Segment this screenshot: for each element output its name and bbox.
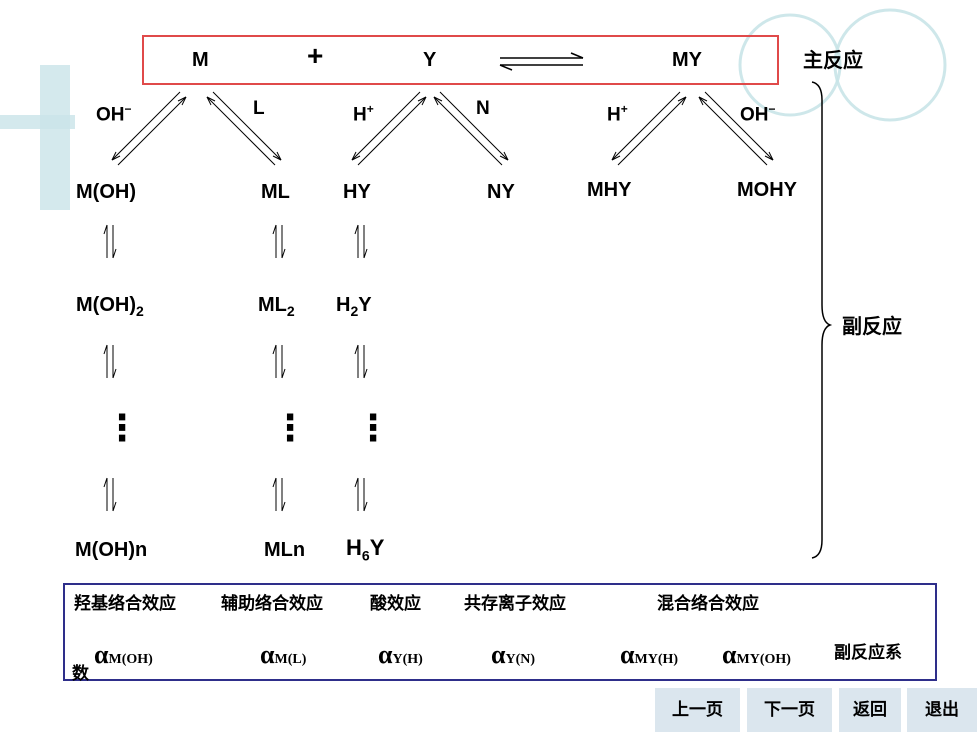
dots-hy: ⋮: [355, 407, 391, 448]
species-mohy: MOHY: [737, 179, 797, 201]
alpha-my-oh: αMY(OH): [722, 640, 791, 669]
decor-circle-1: [738, 13, 842, 117]
back-button[interactable]: 返回: [839, 688, 901, 732]
alpha-y-h: αY(H): [378, 640, 423, 669]
main-plus-sign: +: [307, 40, 324, 71]
legend-box: [63, 583, 937, 681]
reagent-n: N: [476, 98, 490, 119]
arrow-m-to-ml: [206, 91, 282, 166]
vertical-arrow-hy-2: [354, 344, 368, 379]
effect-acid: 酸效应: [370, 594, 421, 614]
vertical-arrow-ml-3: [272, 477, 286, 512]
arrow-my-to-mohy: [698, 91, 774, 166]
species-ml: ML: [261, 181, 290, 203]
decor-circle-2: [833, 8, 947, 122]
exit-button[interactable]: 退出: [907, 688, 977, 732]
main-reactant-y: Y: [423, 49, 437, 71]
species-h2y: H2Y: [336, 294, 372, 319]
prev-page-button[interactable]: 上一页: [655, 688, 740, 732]
reagent-oh-left: OH−: [96, 102, 132, 126]
vertical-arrow-hy-3: [354, 477, 368, 512]
arrow-my-to-mhy: [611, 91, 687, 166]
dots-ml: ⋮: [272, 407, 308, 448]
arrow-y-to-ny: [433, 91, 509, 166]
effect-coexisting-ion: 共存离子效应: [464, 594, 566, 614]
reagent-l: L: [253, 98, 265, 119]
effect-auxiliary: 辅助络合效应: [221, 594, 323, 614]
species-h6y: H6Y: [346, 535, 385, 564]
main-reaction-box: [142, 35, 779, 85]
reagent-oh-right: OH−: [740, 102, 776, 126]
species-hy: HY: [343, 181, 371, 203]
next-page-button[interactable]: 下一页: [747, 688, 832, 732]
effect-mixed: 混合络合效应: [657, 594, 759, 614]
species-m-oh-n: M(OH)n: [75, 539, 148, 561]
alpha-m-oh: αM(OH): [94, 640, 153, 669]
main-product-my: MY: [672, 49, 702, 71]
alpha-m-l: αM(L): [260, 640, 307, 669]
vertical-arrow-moh-3: [103, 477, 117, 512]
species-m-oh: M(OH): [76, 181, 136, 203]
species-ml-n: MLn: [264, 539, 306, 561]
side-reaction-label: 副反应: [842, 314, 902, 338]
vertical-arrow-moh-2: [103, 344, 117, 379]
alpha-y-n: αY(N): [491, 640, 536, 669]
species-m-oh-2: M(OH)2: [76, 294, 144, 319]
effect-hydroxyl: 羟基络合效应: [74, 594, 176, 614]
main-reaction-label: 主反应: [803, 48, 863, 72]
species-ny: NY: [487, 181, 515, 203]
equilibrium-arrow-icon: [499, 52, 584, 71]
alpha-my-h: αMY(H): [620, 640, 679, 669]
vertical-arrow-ml-1: [272, 224, 286, 259]
vertical-arrow-ml-2: [272, 344, 286, 379]
reagent-h-right: H+: [607, 102, 628, 126]
arrow-y-to-hy: [351, 91, 427, 166]
coefficient-label-wrap: 数: [72, 664, 89, 684]
coefficient-label: 副反应系: [834, 643, 902, 663]
side-reaction-brace: [811, 81, 833, 559]
species-mhy: MHY: [587, 179, 632, 201]
reagent-h-left: H+: [353, 102, 374, 126]
vertical-arrow-hy-1: [354, 224, 368, 259]
dots-moh: ⋮: [104, 407, 140, 448]
decor-plus-horizontal: [0, 115, 75, 129]
decor-plus-vertical: [40, 65, 70, 210]
vertical-arrow-moh-1: [103, 224, 117, 259]
arrow-m-to-moh: [111, 91, 187, 166]
main-reactant-m: M: [192, 49, 209, 71]
species-ml-2: ML2: [258, 294, 295, 319]
